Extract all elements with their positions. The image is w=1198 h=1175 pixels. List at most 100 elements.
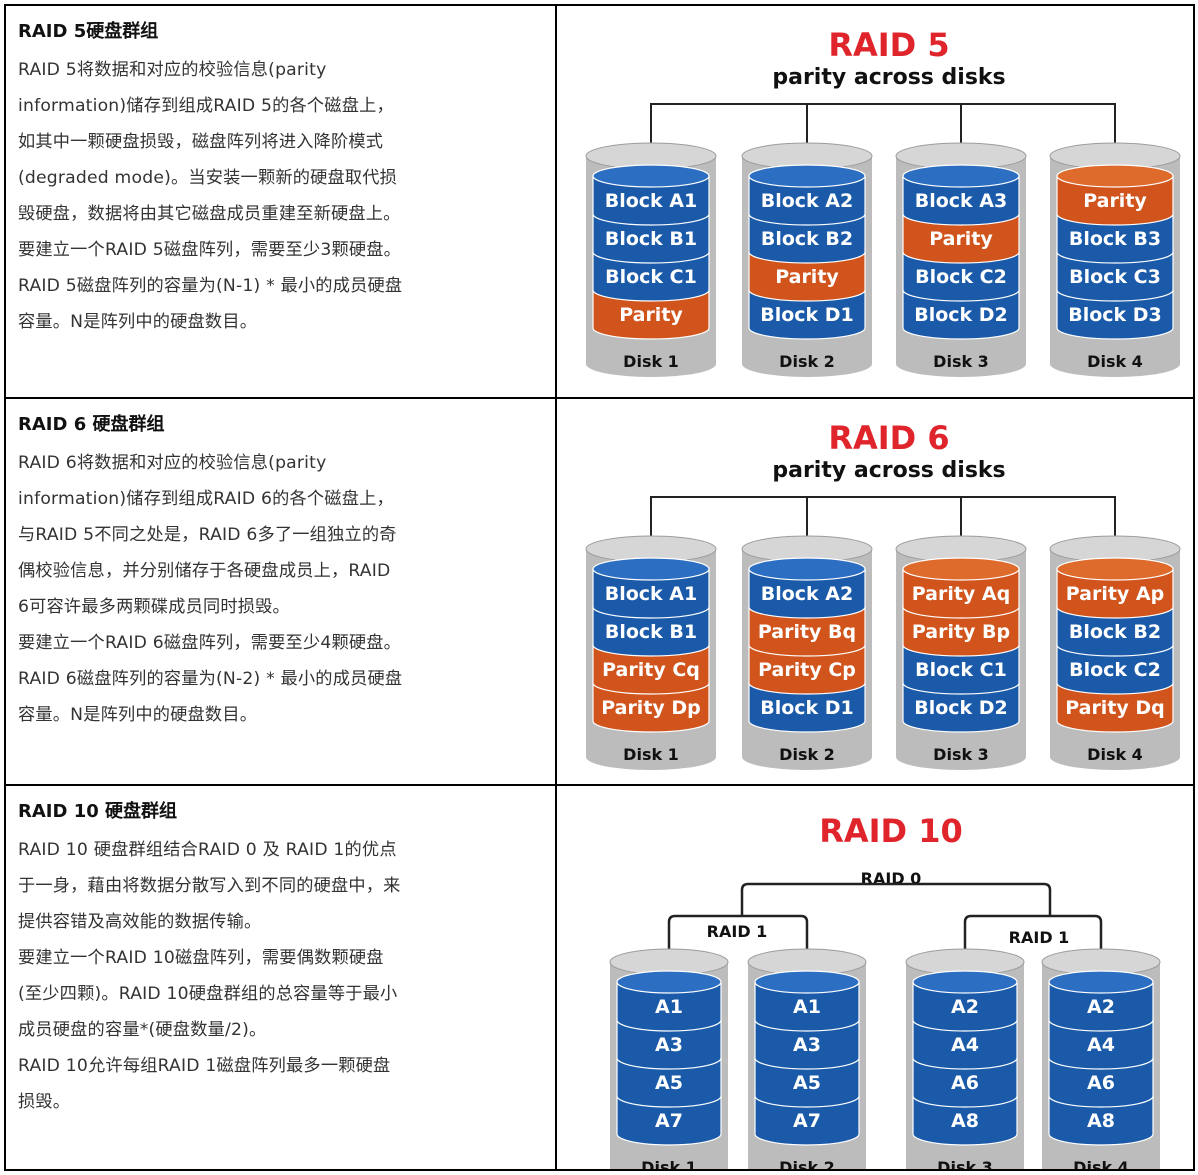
raid6-line-4: 偶校验信息，并分别储存于各硬盘成员上，RAID xyxy=(18,561,391,581)
disk-block xyxy=(1056,213,1174,264)
raid10-line-6: 成员硬盘的容量*(硬盘数量/2)。 xyxy=(18,1020,267,1040)
raid6-title: RAID 6 xyxy=(828,419,949,457)
block-label-block-a1: Block A1 xyxy=(605,583,698,605)
disk-block xyxy=(592,644,710,695)
raid6-line-8: 容量。N是阵列中的硬盘数目。 xyxy=(18,705,258,725)
block-label-block-c3: Block C3 xyxy=(1069,266,1161,288)
block-label-parity-bq: Parity Bq xyxy=(758,621,856,643)
block-label-parity: Parity xyxy=(929,228,993,250)
disk-block-top xyxy=(1056,557,1174,581)
raid5-description-cell: RAID 5硬盘群组 RAID 5将数据和对应的校验信息(parity info… xyxy=(6,6,557,397)
block-label-parity-ap: Parity Ap xyxy=(1066,583,1165,605)
disk-block xyxy=(748,606,866,657)
block-label-parity-cq: Parity Cq xyxy=(602,659,700,681)
disk-block xyxy=(902,175,1020,226)
disk-label: Disk 1 xyxy=(623,745,679,764)
disk-block xyxy=(748,568,866,619)
disk-block xyxy=(616,1057,722,1108)
disk-label: Disk 3 xyxy=(933,352,989,371)
raid1-label-left: RAID 1 xyxy=(707,922,768,941)
block-label-block-a2: Block A2 xyxy=(761,190,854,212)
raid10-heading: RAID 10 硬盘群组 xyxy=(18,801,178,822)
raid5-row: RAID 5硬盘群组 RAID 5将数据和对应的校验信息(parity info… xyxy=(6,6,1193,399)
raid6-line-7: RAID 6磁盘阵列的容量为(N-2) * 最小的成员硬盘 xyxy=(18,669,403,689)
block-label-a3: A3 xyxy=(793,1034,821,1056)
block-label-parity: Parity xyxy=(775,266,839,288)
block-label-parity: Parity xyxy=(1083,190,1147,212)
block-label-parity-cp: Parity Cp xyxy=(758,659,856,681)
raid10-line-7: RAID 10允许每组RAID 1磁盘阵列最多一颗硬盘 xyxy=(18,1056,391,1076)
raid1-connector-left xyxy=(667,914,809,962)
disk-block xyxy=(1048,1057,1154,1108)
block-label-block-c2: Block C2 xyxy=(915,266,1007,288)
disk-block xyxy=(902,568,1020,619)
block-label-block-d2: Block D2 xyxy=(914,697,1008,719)
disk-label: Disk 4 xyxy=(1087,352,1143,371)
disk-block-top xyxy=(616,970,722,994)
disk-block xyxy=(1056,289,1174,340)
raid-comparison-table: RAID 5硬盘群组 RAID 5将数据和对应的校验信息(parity info… xyxy=(4,4,1195,1171)
raid10-line-2: 于一身，藉由将数据分散写入到不同的硬盘中，来 xyxy=(18,876,401,896)
disk-block-top xyxy=(902,164,1020,188)
disk-block xyxy=(912,1057,1018,1108)
disk-block xyxy=(748,682,866,733)
block-label-block-b1: Block B1 xyxy=(605,621,697,643)
disk-block xyxy=(592,568,710,619)
block-label-block-d2: Block D2 xyxy=(914,304,1008,326)
block-label-block-b2: Block B2 xyxy=(1069,621,1161,643)
disk-block xyxy=(902,251,1020,302)
block-label-block-a2: Block A2 xyxy=(761,583,854,605)
disk-block xyxy=(902,289,1020,340)
disk-block xyxy=(912,1095,1018,1146)
disk-label: Disk 3 xyxy=(933,745,989,764)
block-label-a5: A5 xyxy=(793,1072,821,1094)
disk-block-top xyxy=(902,557,1020,581)
raid5-line-1: RAID 5将数据和对应的校验信息(parity xyxy=(18,60,327,80)
block-label-a8: A8 xyxy=(1087,1110,1115,1132)
raid1-label-bg xyxy=(1001,924,1077,948)
raid5-line-5: 毁硬盘，数据将由其它磁盘成员重建至新硬盘上。 xyxy=(18,204,401,224)
disk-label: Disk 1 xyxy=(623,352,679,371)
disk-block xyxy=(592,289,710,340)
disk-block xyxy=(616,1095,722,1146)
raid6-line-2: information)储存到组成RAID 6的各个磁盘上， xyxy=(18,489,394,509)
raid5-connector xyxy=(650,103,1116,150)
block-label-block-d1: Block D1 xyxy=(760,697,854,719)
block-label-a4: A4 xyxy=(1087,1034,1115,1056)
raid10-line-5: (至少四颗)。RAID 10硬盘群组的总容量等于最小 xyxy=(18,984,398,1004)
disk-block xyxy=(1048,981,1154,1032)
raid6-line-5: 6可容许最多两颗碟成员同时损毁。 xyxy=(18,597,290,617)
disk-label: Disk 4 xyxy=(1073,1158,1129,1169)
raid5-line-4: (degraded mode)。当安装一颗新的硬盘取代损 xyxy=(18,168,398,188)
disk-block xyxy=(748,644,866,695)
disk-block xyxy=(1056,644,1174,695)
disk-block-top xyxy=(592,164,710,188)
disk-block-top xyxy=(912,970,1018,994)
disk-block xyxy=(592,682,710,733)
raid5-disk-3: Block D2 Block C2 Parity Block A3 Disk 3 xyxy=(895,142,1027,377)
disk-block xyxy=(754,981,860,1032)
block-label-a7: A7 xyxy=(793,1110,821,1132)
disk-block xyxy=(1048,1095,1154,1146)
disk-block xyxy=(902,606,1020,657)
block-label-parity-bp: Parity Bp xyxy=(912,621,1010,643)
block-label-block-a3: Block A3 xyxy=(915,190,1008,212)
disk-block xyxy=(748,289,866,340)
disk-block xyxy=(754,1095,860,1146)
block-label-parity: Parity xyxy=(619,304,683,326)
block-label-a4: A4 xyxy=(951,1034,979,1056)
raid0-connector xyxy=(740,882,1052,916)
block-label-parity-dq: Parity Dq xyxy=(1065,697,1165,719)
disk-block-top xyxy=(748,557,866,581)
disk-label: Disk 3 xyxy=(937,1158,993,1169)
